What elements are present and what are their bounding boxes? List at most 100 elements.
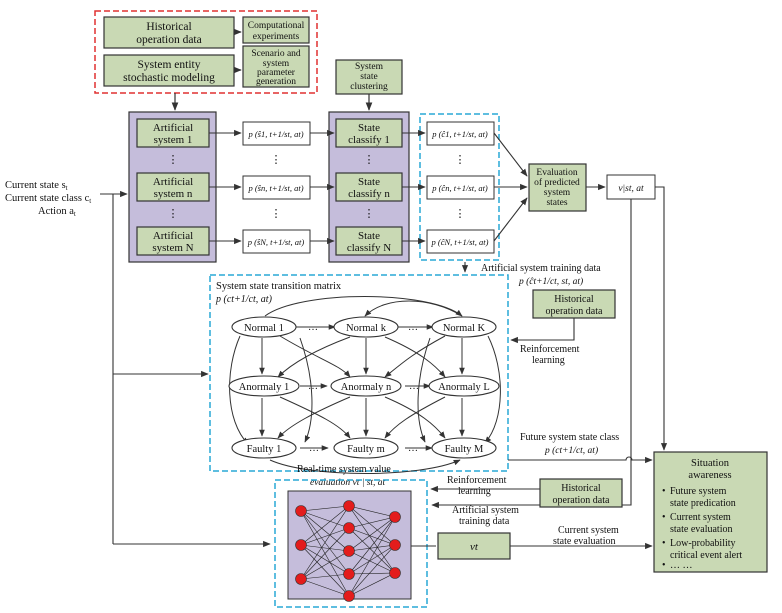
realtime-formula: evaluation vt | st, at <box>310 478 386 488</box>
nn-edge <box>348 544 396 597</box>
nn-edge <box>300 544 350 575</box>
state-classify-n-line2: classify n <box>348 188 390 200</box>
historical-right-line2: operation data <box>546 306 603 317</box>
matrix-title: System state transition matrix <box>216 281 342 292</box>
clustering-line2: state <box>360 72 377 82</box>
class-prediction-n: p (ĉn, t+1/st, at) <box>426 175 495 200</box>
nn-node <box>343 590 355 602</box>
class-prediction-1-text: p (ĉ1, t+1/st, at) <box>431 129 488 139</box>
nn-node <box>343 500 355 512</box>
nn-edge <box>348 505 396 574</box>
situation-title-line2: awareness <box>688 470 731 481</box>
node-anomaly-1-label: Anormaly 1 <box>239 382 289 393</box>
computational-line1: Computational <box>248 21 305 31</box>
nn-node <box>295 539 307 551</box>
situation-title-line1: Situation <box>691 458 730 469</box>
situation-item-2-line2: state evaluation <box>670 524 732 535</box>
historical-bottom-line2: operation data <box>553 495 610 506</box>
nn-edge <box>348 544 396 575</box>
nn-node <box>343 545 355 557</box>
nn-node <box>389 539 401 551</box>
stochastic-modeling-box <box>103 54 235 87</box>
historical-bottom-box <box>539 478 623 508</box>
node-faulty-M: Faulty M <box>431 437 497 459</box>
clustering-box <box>335 59 403 95</box>
prediction-1: p (ŝ1, t+1/st, at) <box>242 121 311 146</box>
historical-data-line2: operation data <box>136 34 201 46</box>
matrix-formula: p (ct+1/ct, at) <box>215 294 273 305</box>
input-current-state: Current state st <box>5 180 68 192</box>
artificial-system-1-line1: Artificial <box>153 122 193 134</box>
historical-data-line1: Historical <box>146 21 191 33</box>
scenario-box <box>242 45 310 88</box>
prediction-N-text: p (ŝN, t+1/st, at) <box>247 237 305 247</box>
bullet: • <box>662 486 666 497</box>
prediction-N: p (ŝN, t+1/st, at) <box>242 229 311 254</box>
artificial-system-n-line2: system n <box>154 188 193 200</box>
artificial-system-N-line2: system N <box>152 242 193 254</box>
reinforcement-2-line1: Reinforcement <box>447 475 507 486</box>
training-data-title: Artificial system training data <box>481 263 601 274</box>
computational-box <box>242 16 310 44</box>
dots: … <box>308 322 318 333</box>
evaluation-line4: states <box>546 198 567 208</box>
nn-node <box>343 522 355 534</box>
node-normal-K-label: Normal K <box>443 323 486 334</box>
situation-item-3-line2: critical event alert <box>670 550 742 561</box>
state-classify-n: State classify n <box>335 172 403 202</box>
historical-bottom-line1: Historical <box>561 483 601 494</box>
nn-edge <box>348 516 396 552</box>
nn-edge <box>348 544 396 552</box>
ellipsis: ⋮ <box>455 208 466 220</box>
nn-node <box>295 505 307 517</box>
nn-edge <box>348 516 396 529</box>
nn-edge <box>348 572 396 575</box>
situation-item-1-line1: Future system <box>670 486 727 497</box>
vt-box-text: vt <box>470 541 479 553</box>
node-faulty-m-label: Faulty m <box>347 444 385 455</box>
future-class-title: Future system state class <box>520 432 619 443</box>
dots: … <box>408 322 418 333</box>
state-classify-1-line1: State <box>358 122 380 134</box>
dots: … <box>308 381 318 392</box>
class-prediction-n-text: p (ĉn, t+1/st, at) <box>431 183 488 193</box>
reinforcement-2-line2: learning <box>458 486 491 497</box>
scenario-line4: generation <box>256 77 296 87</box>
vt-box <box>437 532 511 560</box>
node-anomaly-1: Anormaly 1 <box>228 375 300 397</box>
evaluation-line3: system <box>544 188 571 198</box>
current-eval-line2: state evaluation <box>553 536 615 547</box>
node-anomaly-n-label: Anormaly n <box>341 382 392 393</box>
bullet: • <box>662 560 666 571</box>
neural-network-nodes <box>295 500 401 602</box>
realtime-title: Real-time system value <box>297 464 391 475</box>
dots: … <box>309 443 319 454</box>
bullet: • <box>662 512 666 523</box>
transition-matrix-group <box>209 274 509 472</box>
stochastic-modeling-line2: stochastic modeling <box>123 72 215 84</box>
realtime-group <box>274 479 428 608</box>
reinforcement-1-line2: learning <box>532 355 565 366</box>
artificial-system-1: Artificial system 1 <box>136 118 210 148</box>
node-faulty-1: Faulty 1 <box>231 437 297 459</box>
training-bottom-line2: training data <box>459 516 510 527</box>
situation-item-2-line1: Current system <box>670 512 731 523</box>
nn-edge <box>348 527 396 546</box>
node-normal-K: Normal K <box>431 316 497 338</box>
state-classify-N: State classify N <box>335 226 403 256</box>
clustering-line3: clustering <box>350 82 388 92</box>
node-anomaly-L-label: Anormaly L <box>438 382 490 393</box>
nn-node <box>389 567 401 579</box>
current-eval-line1: Current system <box>558 525 619 536</box>
neural-network-edges <box>300 505 396 597</box>
evaluation-box <box>528 163 587 212</box>
dots: … <box>408 443 418 454</box>
top-dashed-group <box>94 10 318 94</box>
value-box <box>606 174 656 200</box>
situation-item-3-line1: Low-probability <box>670 538 736 549</box>
ellipsis: ⋮ <box>271 208 282 220</box>
node-faulty-M-label: Faulty M <box>445 444 484 455</box>
value-box-text: v|st, at <box>618 184 644 194</box>
ellipsis: ⋮ <box>364 208 375 220</box>
